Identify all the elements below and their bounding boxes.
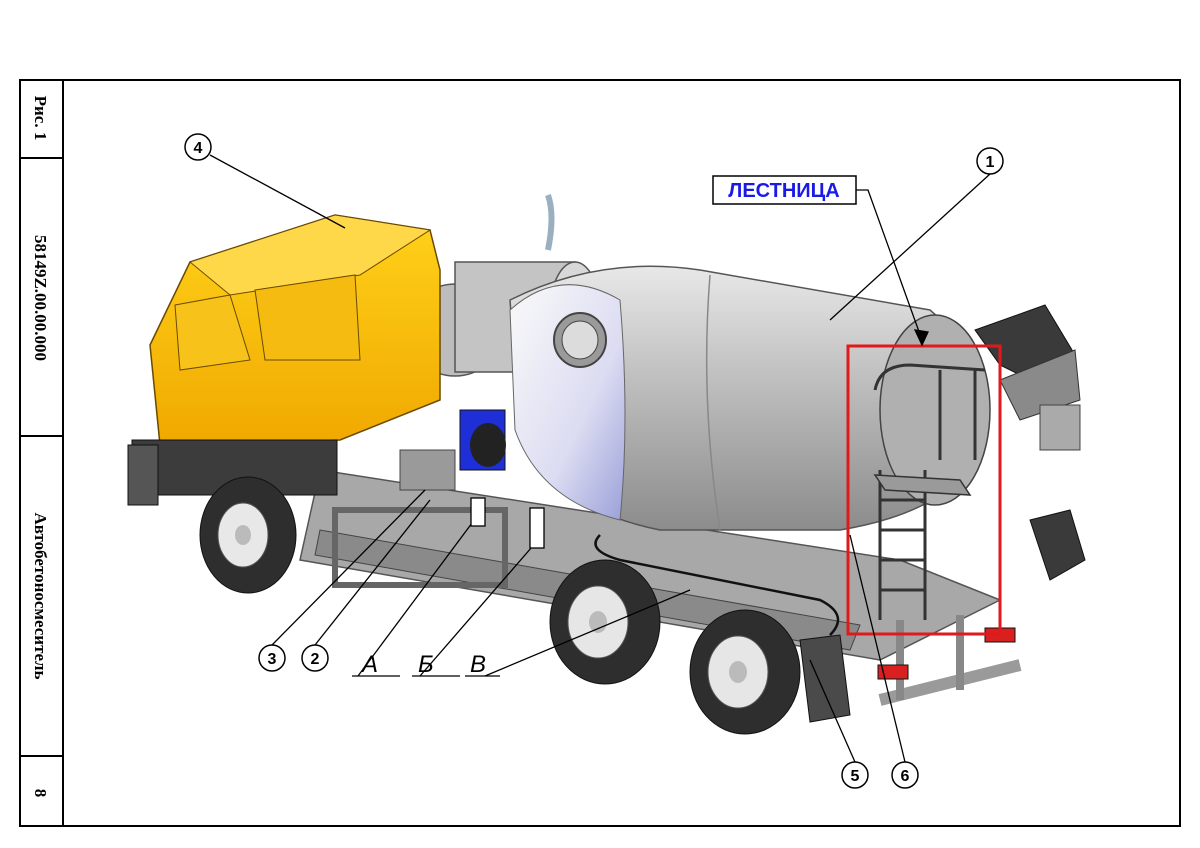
leader-lines [209,154,991,763]
callout-A-label: А [360,651,378,678]
callout-V-label: В [470,651,486,678]
rear-wheel-1 [549,559,661,685]
callout-2-label: 2 [311,651,320,668]
mud-flap [799,634,851,723]
hose-loop [594,534,840,636]
marker-B [529,507,545,549]
callout-3-label: 3 [268,651,277,668]
callout-6-label: 6 [901,768,910,785]
ladder [873,363,986,620]
sheet-frame [19,79,1181,827]
callout-B-label: Б [418,651,434,678]
callout-4 [184,133,212,161]
callout-5-label: 5 [851,768,860,785]
ladder-highlight-box [846,344,1002,636]
rear-wheel-2 [689,609,801,735]
callout-2 [301,644,329,672]
ladder-label: ЛЕСТНИЦА [728,180,839,202]
callout-1 [976,147,1004,175]
mixer-drum [509,265,991,531]
callout-1-label: 1 [986,154,995,171]
front-wheel [199,476,297,594]
callout-4-label: 4 [194,140,203,157]
exhaust-pipe [545,194,555,251]
callout-3 [258,644,286,672]
cab [127,214,441,506]
marker-A [470,497,486,527]
callout-6 [891,761,919,789]
rear-light-left [877,664,909,680]
callout-5 [841,761,869,789]
ladder-label-box [712,175,857,205]
